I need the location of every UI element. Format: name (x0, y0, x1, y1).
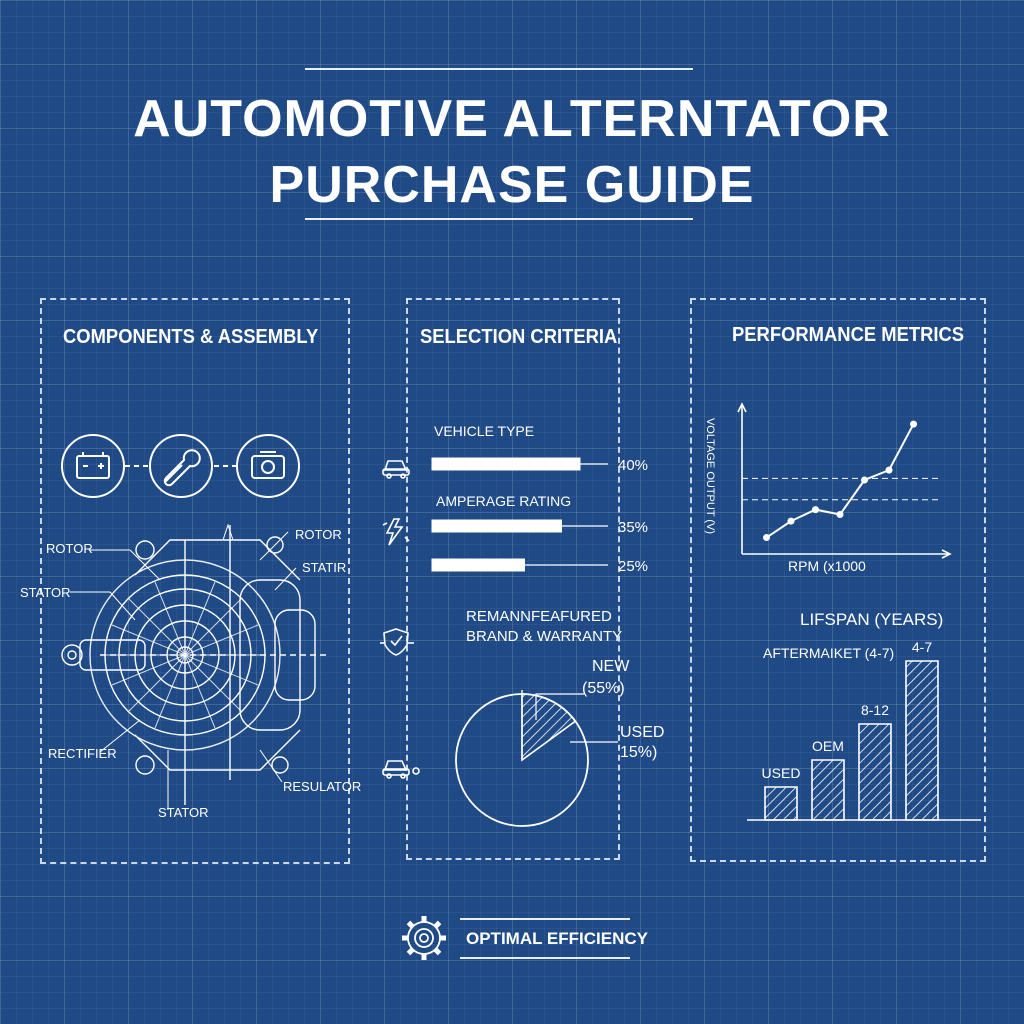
voltage-point (861, 476, 868, 484)
criterion-value: 25% (618, 558, 648, 575)
label-stator-bottom: STATOR (158, 805, 209, 820)
label-rotor-left: ROTOR (46, 541, 93, 556)
title-line-1: AUTOMOTIVE ALTERNTATOR (133, 90, 891, 148)
voltage-point (812, 506, 819, 514)
brand-label-1: REMANNFEAFURED (466, 608, 612, 625)
x-axis-arrow (942, 550, 950, 558)
label-stator-left: STATOR (20, 585, 71, 600)
criterion-value: 40% (618, 457, 648, 474)
lifespan-bar (812, 760, 844, 820)
pie-slice-used (522, 694, 575, 760)
voltage-point (910, 420, 917, 428)
criterion-bar (432, 520, 562, 532)
label-rotor-right: ROTOR (295, 527, 342, 542)
pie-new-value: (55%) (582, 680, 625, 697)
shield-icon (380, 629, 414, 655)
performance-panel-title: PERFORMANCE METRICS (732, 324, 965, 346)
alternator-drawing (40, 520, 340, 820)
criteria-bars: 40% 35% 25% (380, 457, 648, 575)
components-panel (40, 298, 350, 864)
criterion-bar (432, 559, 525, 571)
criteria-icons (380, 445, 440, 705)
lifespan-bar (859, 724, 891, 820)
gear-icon (396, 908, 456, 968)
y-axis-arrow (738, 404, 746, 412)
lightning-icon (383, 519, 409, 545)
new-used-pie (440, 680, 640, 880)
label-rectifier: RECTIFIER (48, 746, 117, 761)
footer-bottom-rule (460, 957, 630, 959)
aftermarket-label: AFTERMAIKET (4-7) (763, 645, 895, 661)
lifespan-title: LIFSPAN (YEARS) (800, 610, 944, 629)
car-icon (383, 761, 419, 778)
voltage-line-chart (720, 400, 960, 570)
pie-used-label: USED (620, 724, 665, 741)
footer-top-rule (460, 918, 630, 920)
title-top-rule (305, 68, 693, 70)
criterion-value: 35% (618, 519, 648, 536)
lifespan-bar-chart: USED OEM 8-12 4-7 (745, 639, 985, 830)
lifespan-bar-label: USED (762, 765, 801, 781)
lifespan-bar-label: 8-12 (861, 702, 889, 718)
performance-panel (690, 298, 986, 862)
selection-panel-title: SELECTION CRITERIA (420, 326, 618, 348)
pie-new-label: NEW (592, 658, 630, 675)
selection-criteria-panel (406, 298, 620, 860)
title-line-2: PURCHASE GUIDE (269, 156, 755, 214)
voltage-point (836, 511, 844, 519)
voltage-point (885, 466, 893, 474)
criterion-bar (432, 458, 580, 470)
title-bottom-rule (305, 218, 693, 220)
line-chart-ylabel: VOLTAGE OUTPUT (V) (704, 417, 717, 535)
lifespan-bar (906, 661, 938, 820)
footer-label: OPTIMAL EFFICIENCY (466, 929, 648, 948)
lifespan-bar-label: OEM (812, 738, 844, 754)
voltage-point (763, 534, 770, 542)
components-panel-title: COMPONENTS & ASSEMBLY (63, 326, 319, 348)
criterion-label-vehicle-type: VEHICLE TYPE (434, 423, 535, 439)
pie-used-value: 15%) (620, 744, 658, 761)
car-icon (383, 461, 409, 478)
voltage-point (787, 517, 795, 525)
lifespan-bar (765, 787, 797, 820)
selection-panel-top-rule (406, 298, 618, 300)
brand-label-2: BRAND & WARRANTY (466, 628, 623, 645)
label-stator-right: STATIR (302, 560, 347, 575)
criterion-label-amperage: AMPERAGE RATING (436, 493, 572, 509)
label-resulator: RESULATOR (283, 779, 362, 794)
page-title: AUTOMOTIVE ALTERNTATOR PURCHASE GUIDE (0, 86, 1024, 218)
lifespan-bar-label: 4-7 (912, 639, 932, 655)
pie-new-leader (536, 694, 584, 720)
line-chart-xlabel: RPM (x1000 (788, 558, 866, 574)
